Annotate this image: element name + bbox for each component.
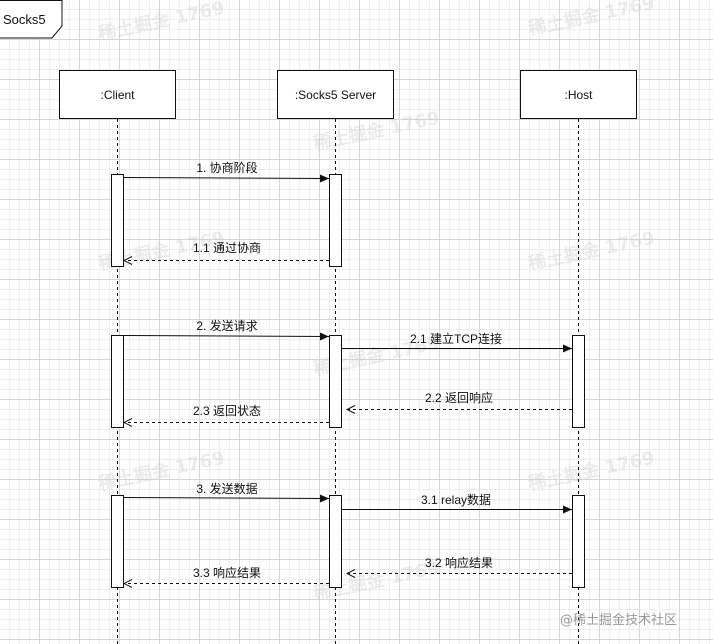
participant-label: :Host [564,88,593,102]
activation-bar[interactable] [111,495,124,588]
message-label: 2. 发送请求 [196,318,257,333]
message-label: 3.2 响应结果 [425,555,493,570]
watermark: 稀土掘金 1769 [526,447,656,495]
message-label: 1.1 通过协商 [193,240,261,255]
activation-bar[interactable] [572,335,585,428]
message-3-send-data[interactable]: 3. 发送数据 [123,481,330,503]
message-label: 2.1 建立TCP连接 [410,331,502,346]
message-label: 3. 发送数据 [196,481,257,496]
message-label: 2.3 返回状态 [193,404,261,418]
participant-host[interactable]: :Host [520,70,637,119]
message-3-1-relay-data[interactable]: 3.1 relay数据 [342,492,572,514]
message-2-3-return-status[interactable]: 2.3 返回状态 [124,404,329,423]
message-3-2-response-result[interactable]: 3.2 响应结果 [347,555,572,574]
message-3-3-response-result[interactable]: 3.3 响应结果 [124,565,329,584]
participant-label: :Socks5 Server [295,88,376,102]
message-2-send-request[interactable]: 2. 发送请求 [123,318,330,341]
message-1-negotiate[interactable]: 1. 协商阶段 [123,160,330,183]
watermark: 稀土掘金 1769 [526,227,656,275]
message-label: 2.2 返回响应 [425,390,493,405]
activation-bar[interactable] [572,495,585,588]
message-1-1-negotiated[interactable]: 1.1 通过协商 [124,240,329,261]
message-2-2-return-response[interactable]: 2.2 返回响应 [347,390,572,410]
activation-bar[interactable] [329,335,342,428]
frame-title: Socks5 [3,12,46,27]
frame-tab[interactable]: Socks5 [0,0,63,39]
activation-bar[interactable] [111,174,124,267]
activation-bar[interactable] [111,335,124,428]
activation-bar[interactable] [329,495,342,588]
activation-bar[interactable] [329,174,342,267]
message-2-1-establish-tcp[interactable]: 2.1 建立TCP连接 [342,331,572,353]
source-credit: @稀土掘金技术社区 [560,612,677,628]
message-label: 3.1 relay数据 [421,492,491,507]
message-label: 1. 协商阶段 [196,160,257,175]
message-label: 3.3 响应结果 [193,565,261,580]
participant-client[interactable]: :Client [59,70,176,119]
watermark: 稀土掘金 1769 [96,0,226,45]
watermark: 稀土掘金 1769 [526,0,656,40]
participant-socks5-server[interactable]: :Socks5 Server [277,70,394,119]
participant-label: :Client [100,88,135,102]
